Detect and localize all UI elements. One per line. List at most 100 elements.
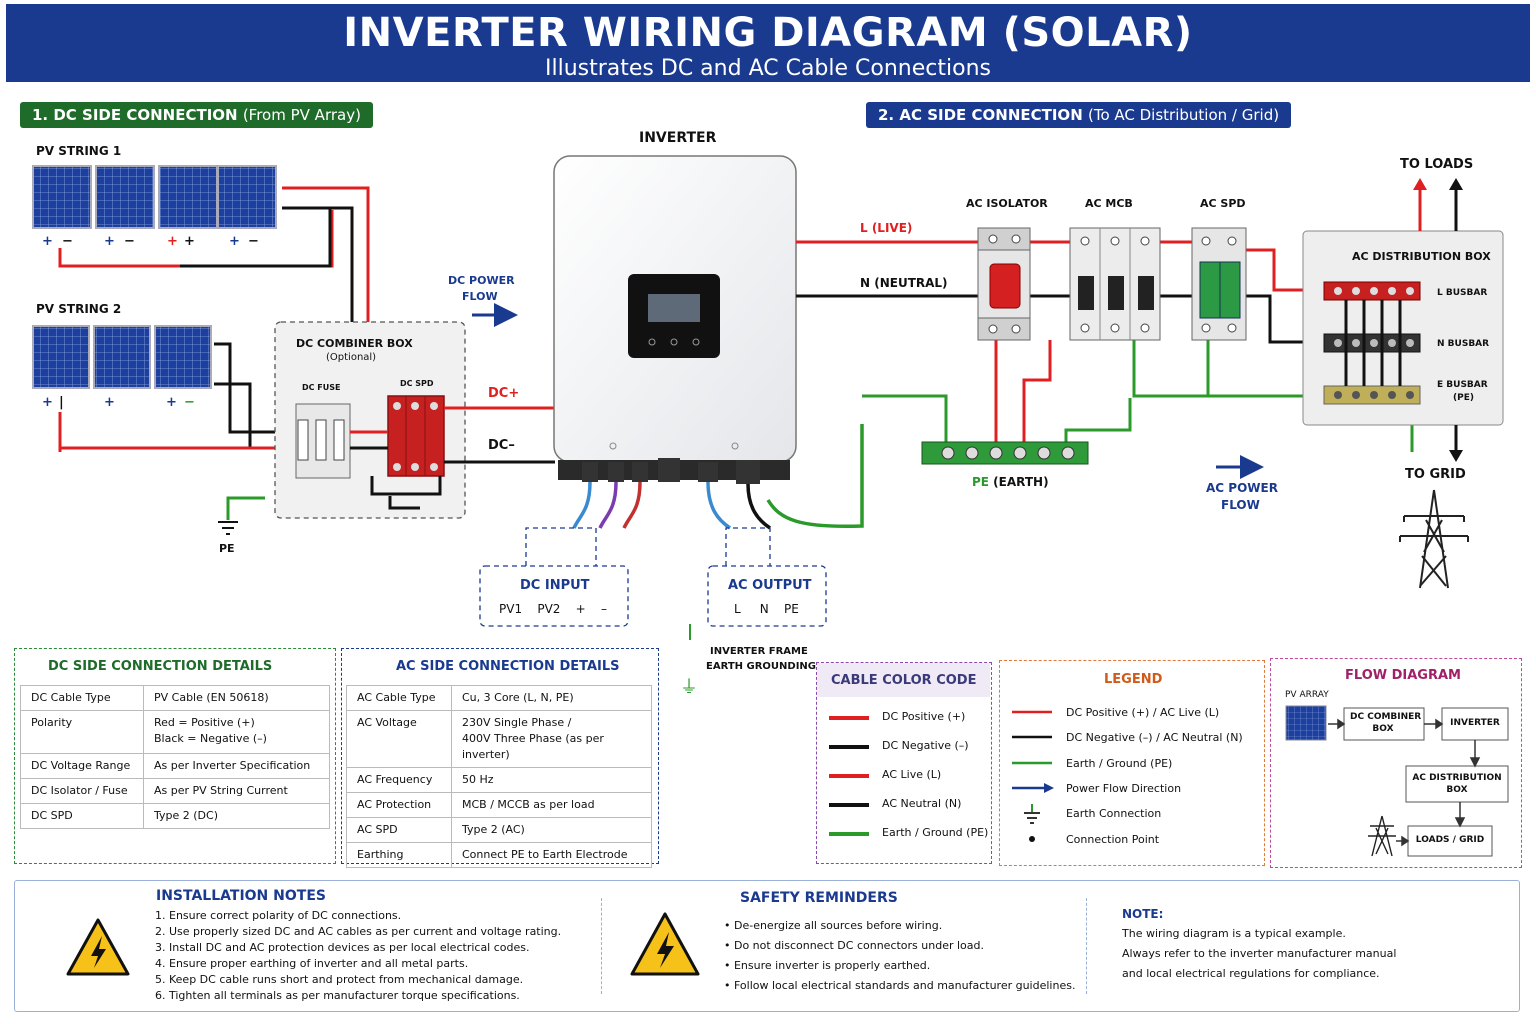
svg-text:−: −	[62, 234, 73, 249]
flow-tower-icon	[1368, 815, 1396, 857]
inverter-frame-line2: EARTH GROUNDING	[706, 661, 816, 672]
svg-text:+: +	[104, 234, 115, 249]
list-item: The wiring diagram is a typical example.	[1122, 927, 1346, 940]
combiner-title: DC COMBINER BOX	[296, 337, 413, 350]
legend-item: Connection Point	[1066, 832, 1160, 846]
dc-details-title: DC SIDE CONNECTION DETAILS	[48, 659, 273, 674]
dc-input-ports: PV1 PV2 + –	[499, 602, 607, 616]
warning-icon-center	[630, 912, 700, 976]
ac-mcb-label: AC MCB	[1085, 197, 1133, 210]
legend-item: DC Positive (+) / AC Live (L)	[1066, 706, 1220, 719]
inverter-earth-symbols	[689, 624, 691, 640]
l-busbar-label: L BUSBAR	[1437, 288, 1488, 298]
list-item: • Ensure inverter is properly earthed.	[724, 959, 931, 972]
flow-diagram-title: FLOW DIAGRAM	[1345, 668, 1461, 683]
cable-color-swatch	[829, 774, 869, 778]
cable-color-label: AC Live (L)	[882, 768, 942, 781]
note-title: NOTE:	[1122, 907, 1164, 921]
row-value: As per PV String Current	[143, 778, 330, 804]
list-item: 1. Ensure correct polarity of DC connect…	[155, 909, 402, 922]
transmission-tower-icon	[1399, 489, 1469, 589]
row-label: AC SPD	[346, 817, 452, 843]
ac-output-ports: L N PE	[734, 602, 799, 616]
svg-text:+: +	[229, 234, 240, 249]
row-value: Cu, 3 Core (L, N, PE)	[451, 685, 652, 711]
row-label: Earthing	[346, 842, 452, 868]
list-item: • Do not disconnect DC connectors under …	[724, 939, 985, 952]
dc-spd-label: DC SPD	[400, 379, 434, 388]
ac-output-title: AC OUTPUT	[728, 578, 812, 593]
notes-divider-1	[601, 898, 602, 994]
legend-item: Earth / Ground (PE)	[1066, 756, 1173, 770]
e-busbar-graphic	[1323, 385, 1421, 405]
dc-fuse-holders	[295, 403, 351, 479]
dc-input-box	[479, 565, 629, 627]
earth-icon-small: ⏚	[680, 677, 698, 698]
row-value: Connect PE to Earth Electrode	[451, 842, 652, 868]
notes-panel	[14, 880, 1520, 1012]
to-grid-label: TO GRID	[1405, 467, 1466, 482]
ac-isolator-label: AC ISOLATOR	[966, 197, 1048, 210]
row-value: Type 2 (AC)	[451, 817, 652, 843]
safety-title: SAFETY REMINDERS	[740, 890, 898, 906]
list-item: 3. Install DC and AC protection devices …	[155, 941, 530, 954]
list-item: 5. Keep DC cable runs short and protect …	[155, 973, 524, 986]
page-subtitle: Illustrates DC and AC Cable Connections	[545, 56, 991, 81]
svg-text:+: +	[42, 234, 53, 249]
ac-power-flow-line1: AC POWER	[1206, 481, 1278, 495]
legend-item: Power Flow Direction	[1066, 781, 1182, 795]
e-busbar-label-line1: E BUSBAR	[1437, 380, 1488, 390]
cable-color-code-title: CABLE COLOR CODE	[831, 673, 977, 688]
flow-combiner-line2: BOX	[1372, 724, 1394, 734]
list-item: • De-energize all sources before wiring.	[724, 919, 943, 932]
dc-section-pill: 1. DC SIDE CONNECTION (From PV Array)	[20, 102, 373, 128]
cable-color-label: DC Positive (+)	[882, 710, 966, 723]
ac-dist-box-label: AC DISTRIBUTION BOX	[1352, 250, 1491, 263]
ac-section-sub: (To AC Distribution / Grid)	[1087, 106, 1280, 124]
pv-string-2-label: PV STRING 2	[36, 302, 122, 316]
flow-ac-dist-line2: BOX	[1446, 785, 1468, 795]
row-label: AC Protection	[346, 792, 452, 818]
dc-minus-label: DC–	[488, 438, 515, 453]
flow-combiner-line1: DC COMBINER	[1350, 712, 1422, 722]
installation-notes-list: 1. Ensure correct polarity of DC connect…	[155, 908, 561, 1004]
pv-string-1-label: PV STRING 1	[36, 144, 122, 158]
wiring-diagram: +− +− ++ +− +| + +−	[32, 155, 1504, 640]
header-banner: INVERTER WIRING DIAGRAM (SOLAR) Illustra…	[6, 4, 1530, 82]
legend-item: DC Negative (–) / AC Neutral (N)	[1066, 731, 1243, 745]
pe-earth-rest: (EARTH)	[989, 475, 1049, 489]
ac-distribution-box	[1302, 230, 1504, 426]
ac-section-label: 2. AC SIDE CONNECTION	[878, 106, 1083, 124]
ac-power-flow-line2: FLOW	[1221, 498, 1260, 512]
list-item: 4. Ensure proper earthing of inverter an…	[155, 957, 469, 970]
row-label: DC Cable Type	[20, 685, 144, 711]
list-item: 2. Use properly sized DC and AC cables a…	[155, 925, 562, 938]
dc-section-sub: (From PV Array)	[242, 106, 361, 124]
dc-feed-cables	[444, 406, 555, 464]
row-label: DC SPD	[20, 803, 144, 829]
callout-leaders	[525, 527, 771, 566]
cable-color-swatch	[829, 716, 869, 720]
dc-power-flow-line1: DC POWER	[448, 274, 515, 287]
n-busbar-graphic	[1323, 333, 1421, 353]
list-item: 6. Tighten all terminals as per manufact…	[155, 989, 520, 1002]
svg-text:−: −	[184, 395, 195, 410]
svg-text:+: +	[167, 234, 178, 249]
legend-symbols	[1012, 710, 1054, 842]
inverter-label: INVERTER	[639, 130, 717, 146]
svg-text:+: +	[42, 395, 53, 410]
ac-spd-device	[1191, 227, 1247, 341]
row-label: DC Voltage Range	[20, 753, 144, 779]
ac-details-title: AC SIDE CONNECTION DETAILS	[396, 659, 620, 674]
inverter-screw-left	[609, 442, 617, 450]
n-busbar-label: N BUSBAR	[1437, 339, 1490, 349]
